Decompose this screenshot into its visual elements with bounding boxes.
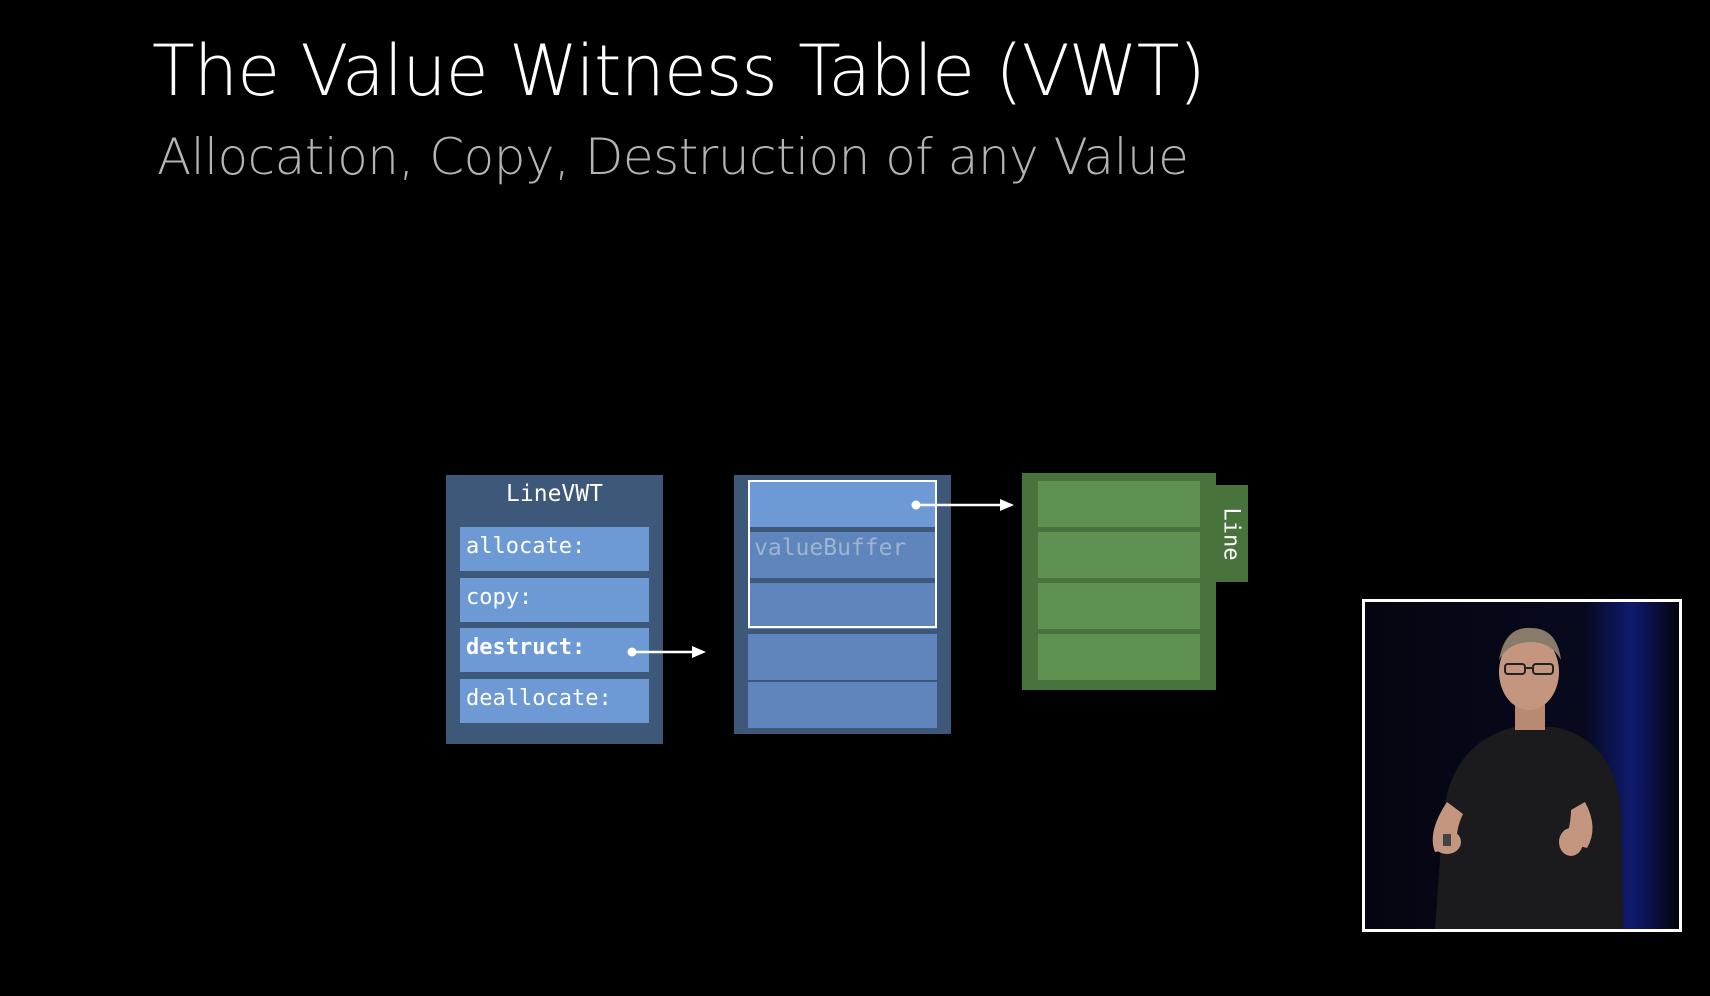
line-field-cell xyxy=(1038,583,1200,629)
presenter-video-inset xyxy=(1362,599,1682,932)
container-cell xyxy=(748,682,937,728)
container-cell xyxy=(748,634,937,680)
value-buffer-container: valueBuffer xyxy=(734,475,951,734)
line-field-cell xyxy=(1038,634,1200,680)
line-type-label: Line xyxy=(1218,507,1244,560)
value-buffer-label: valueBuffer xyxy=(754,535,907,561)
line-type-tab: Line xyxy=(1214,485,1248,582)
vwt-row-copy: copy: xyxy=(460,578,649,622)
value-buffer-cell xyxy=(748,583,937,629)
vwt-row-allocate: allocate: xyxy=(460,527,649,571)
line-field-cell xyxy=(1038,532,1200,578)
value-buffer-outline xyxy=(748,480,937,628)
vwt-row-deallocate: deallocate: xyxy=(460,679,649,723)
line-vwt-title: LineVWT xyxy=(506,481,603,507)
slide-subtitle: Allocation, Copy, Destruction of any Val… xyxy=(157,128,1189,186)
line-vwt-table: LineVWT allocate: copy: destruct: deallo… xyxy=(446,475,663,744)
value-buffer-cell xyxy=(748,481,937,527)
line-heap-object xyxy=(1022,473,1216,690)
slide-title: The Value Witness Table (VWT) xyxy=(152,30,1206,112)
value-buffer-cell xyxy=(748,532,937,578)
vwt-row-destruct: destruct: xyxy=(460,628,649,672)
line-field-cell xyxy=(1038,481,1200,527)
presenter-video-icon xyxy=(1365,602,1679,929)
